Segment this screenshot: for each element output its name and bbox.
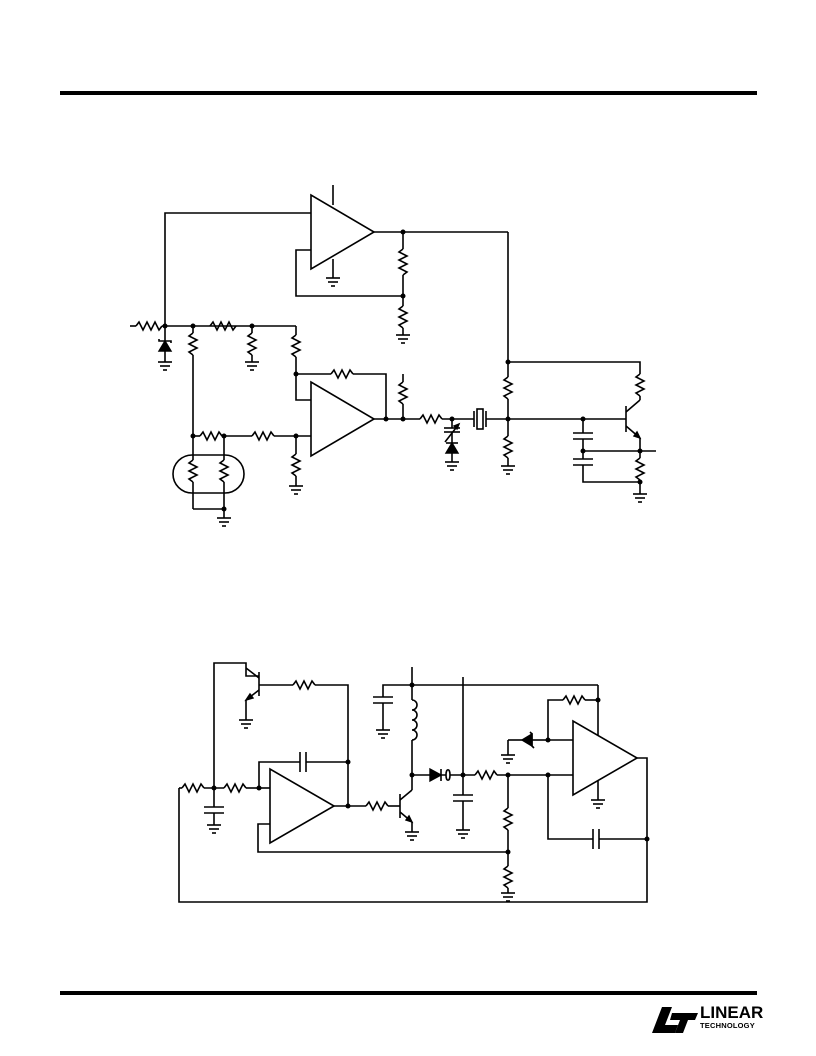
lt-logo-icon	[652, 1007, 698, 1033]
resistor-r8	[419, 413, 443, 425]
opamp-bottom	[310, 380, 376, 458]
opamp-top	[310, 193, 376, 271]
thermal-enclosure	[172, 454, 245, 494]
opamp-integrator	[269, 767, 336, 845]
resistor-r23	[365, 800, 389, 812]
resistor-r10	[502, 435, 514, 459]
rectifier-diode	[429, 767, 443, 783]
resistor-r7	[397, 381, 409, 405]
ground-opamp-top	[326, 277, 340, 287]
resistor-r13	[199, 430, 223, 442]
resistor-r25	[502, 807, 514, 831]
transistor-q1	[625, 399, 642, 440]
inductor	[411, 699, 418, 741]
resistor-r2	[397, 305, 409, 329]
ground-r5	[245, 361, 259, 371]
ground-opamp-output	[591, 799, 605, 809]
resistor-r11	[634, 373, 646, 397]
ground-r26	[501, 892, 515, 902]
crystal	[473, 408, 487, 430]
resistor-r5	[246, 332, 258, 356]
thermistor-b	[218, 459, 230, 483]
ground-r15	[289, 485, 303, 495]
brand-primary: LINEAR	[700, 1003, 764, 1022]
ground-q1	[633, 493, 647, 503]
resistor-r14	[251, 430, 275, 442]
resistor-r4	[187, 332, 199, 356]
resistor-r6	[290, 334, 302, 358]
footer-rule	[60, 991, 757, 995]
zener-diode	[520, 732, 533, 748]
ground-c-filter	[456, 829, 470, 839]
varactor-arrow	[452, 422, 461, 431]
resistor-r3	[209, 320, 237, 332]
resistor-r24	[474, 769, 498, 781]
resistor-r26	[502, 865, 514, 889]
resistor-r9	[502, 376, 514, 400]
ground-ref	[158, 361, 172, 371]
resistor-in	[135, 320, 163, 332]
resistor-r21	[181, 782, 205, 794]
ground-thermistor	[217, 517, 231, 527]
transistor-q2	[244, 667, 260, 702]
transistor-q3	[399, 789, 414, 824]
ground-q3	[405, 831, 419, 841]
thermistor-a	[187, 459, 199, 483]
brand-secondary: TECHNOLOGY	[700, 1021, 755, 1030]
resistor-r20	[292, 679, 316, 691]
header-rule	[60, 91, 757, 95]
ground-zener	[501, 754, 515, 764]
resistor-r1	[397, 248, 409, 276]
ground-c-left	[207, 824, 221, 834]
ground-r10	[501, 465, 515, 475]
resistor-r12	[634, 457, 646, 481]
resistor-r15	[290, 453, 302, 477]
ground-q2	[239, 719, 253, 729]
resistor-r22	[223, 782, 247, 794]
ground-varactor	[445, 461, 459, 471]
resistor-fb	[330, 368, 354, 380]
ground-r2	[396, 334, 410, 344]
ground-c-supply	[376, 729, 390, 739]
opamp-output	[572, 719, 639, 797]
resistor-r27	[562, 694, 586, 706]
